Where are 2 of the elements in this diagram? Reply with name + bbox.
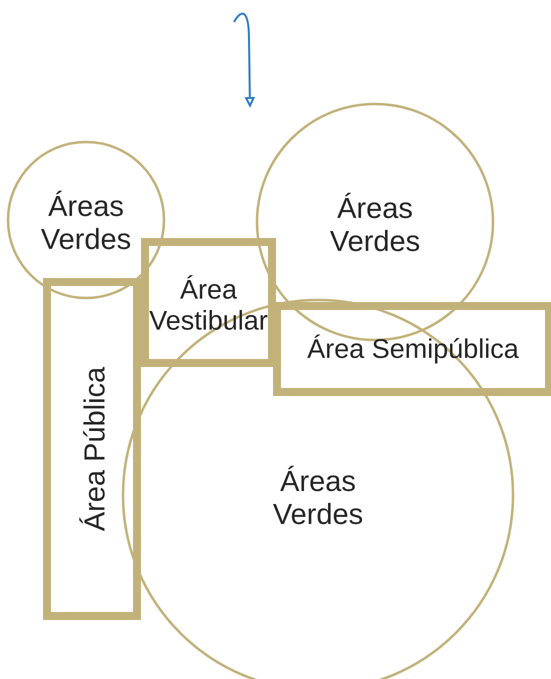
rectangle-area: Área Pública bbox=[43, 278, 141, 620]
circle-area: Áreas Verdes bbox=[6, 140, 166, 300]
